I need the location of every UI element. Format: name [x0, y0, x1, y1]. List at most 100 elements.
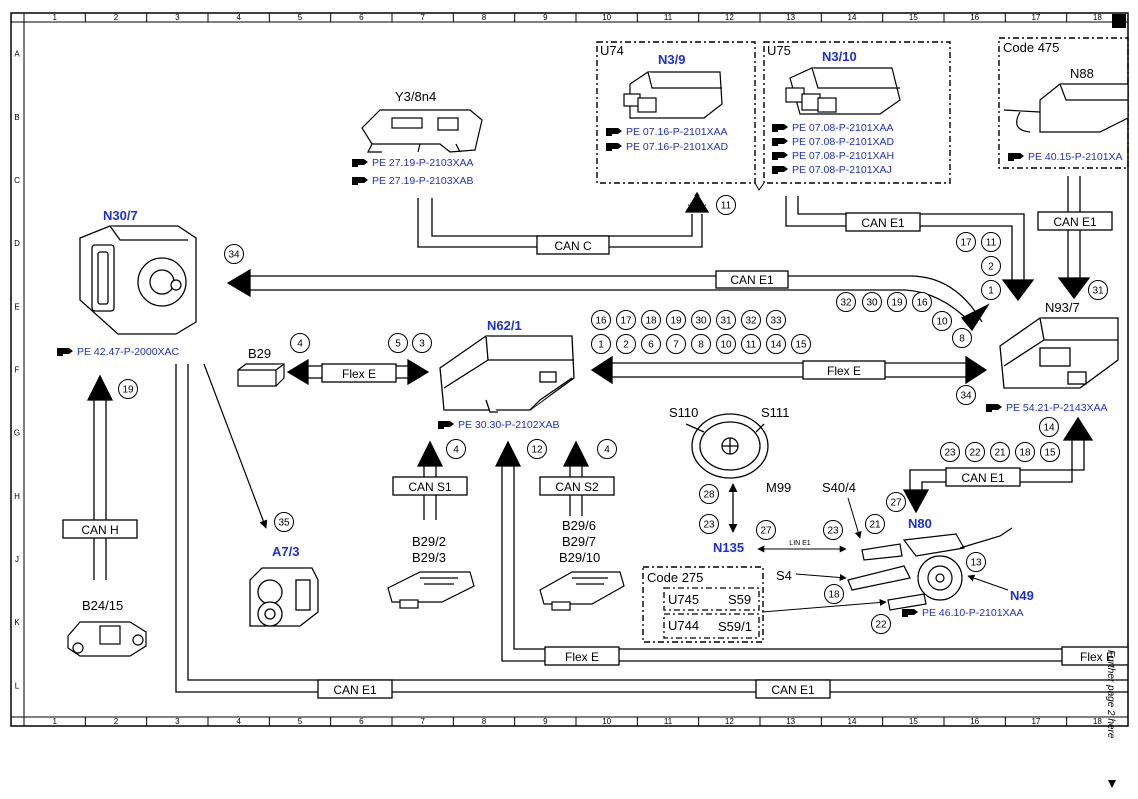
- circle-number: 13: [970, 558, 982, 569]
- corner-mark: [1112, 14, 1126, 28]
- a7-3-unit: [249, 567, 319, 627]
- circle-marker: [591, 310, 611, 330]
- circle-number: 15: [1044, 448, 1056, 459]
- reference-n310_b[interactable]: PE 07.08-P-2101XAD: [792, 136, 895, 148]
- circle-marker: [741, 334, 761, 354]
- circle-marker: [990, 442, 1010, 462]
- grid-col-3: 3: [175, 717, 180, 726]
- diagram-frame: [10, 12, 1129, 727]
- reference-hand-icon: [438, 421, 454, 429]
- reference-n310_d[interactable]: PE 07.08-P-2101XAJ: [792, 164, 892, 176]
- reference-n310_c[interactable]: PE 07.08-P-2101XAH: [792, 150, 894, 162]
- circle-number: 10: [720, 340, 732, 351]
- circle-number: 11: [986, 238, 997, 249]
- circle-number: 22: [969, 448, 981, 459]
- n3-10-unit: [785, 67, 901, 115]
- reference-hand-icon: [772, 152, 788, 160]
- reference-hand-icon: [902, 609, 918, 617]
- circle-marker: [956, 232, 976, 252]
- circle-number: 5: [395, 339, 401, 350]
- flex-e-bottom-label: Flex E: [565, 650, 599, 664]
- grid-col-16: 16: [970, 13, 979, 22]
- flex-e-left-label: Flex E: [342, 367, 376, 381]
- reference-y3_a[interactable]: PE 27.19-P-2103XAA: [372, 157, 474, 169]
- y3-8n4-label: Y3/8n4: [395, 89, 436, 104]
- reference-n310_a[interactable]: PE 07.08-P-2101XAA: [792, 122, 894, 134]
- n30-a7-link: [203, 363, 268, 529]
- circle-marker: [290, 333, 310, 353]
- reference-n30[interactable]: PE 42.47-P-2000XAC: [77, 346, 180, 358]
- circle-number: 34: [228, 250, 240, 261]
- s4-leader: [795, 573, 847, 581]
- circle-number: 27: [890, 498, 902, 509]
- can-e1-main-bus: [226, 268, 990, 332]
- grid-col-4: 4: [236, 717, 241, 726]
- circle-marker: [966, 552, 986, 572]
- circle-number: 31: [1092, 286, 1104, 297]
- n3-9-unit: [623, 71, 723, 119]
- u74-label: U74: [600, 43, 624, 58]
- reference-n62[interactable]: PE 30.30-P-2102XAB: [458, 419, 560, 431]
- grid-col-6: 6: [359, 13, 364, 22]
- circle-number: 2: [988, 262, 994, 273]
- grid-col-2: 2: [114, 717, 119, 726]
- code475-label: Code 475: [1003, 40, 1059, 55]
- b29-7-label: B29/7: [562, 534, 596, 549]
- reference-y3_b[interactable]: PE 27.19-P-2103XAB: [372, 175, 474, 187]
- grid-col-6: 6: [359, 717, 364, 726]
- grid-col-14: 14: [848, 717, 857, 726]
- circle-marker: [912, 292, 932, 312]
- circle-marker: [616, 310, 636, 330]
- grid-col-4: 4: [236, 13, 241, 22]
- circle-marker: [699, 514, 719, 534]
- flex-e-right-bus: [590, 355, 988, 385]
- grid-row-E: E: [14, 302, 19, 311]
- grid-row-L: L: [15, 681, 20, 690]
- circle-number: 16: [916, 298, 928, 309]
- b24-15-unit: [67, 621, 147, 657]
- circle-number: 32: [840, 298, 852, 309]
- reference-n93[interactable]: PE 54.21-P-2143XAA: [1006, 402, 1108, 414]
- reference-n80[interactable]: PE 46.10-P-2101XAA: [922, 607, 1024, 619]
- circle-number: 17: [620, 316, 632, 327]
- grid-col-9: 9: [543, 717, 548, 726]
- grid-row-J: J: [15, 555, 19, 564]
- grid-col-1: 1: [52, 13, 57, 22]
- circle-marker: [824, 584, 844, 604]
- flex-e-bottom-right-label: Flex E: [1080, 650, 1114, 664]
- can-e1-n88-label: CAN E1: [1053, 215, 1097, 229]
- circle-marker: [823, 520, 843, 540]
- reference-n39_b[interactable]: PE 07.16-P-2101XAD: [626, 141, 729, 153]
- circle-number: 14: [1043, 423, 1055, 434]
- reference-n88[interactable]: PE 40.15-P-2101XA: [1028, 151, 1123, 163]
- grid-col-18: 18: [1093, 13, 1102, 22]
- circle-number: 4: [604, 445, 610, 456]
- s111-label: S111: [761, 405, 789, 420]
- s59-leader: [761, 599, 887, 613]
- circle-number: 21: [994, 448, 1006, 459]
- circle-marker: [865, 514, 885, 534]
- can-e1-bottom-left-label: CAN E1: [333, 683, 377, 697]
- circle-marker: [791, 334, 811, 354]
- circle-number: 18: [828, 590, 840, 601]
- grid-col-1: 1: [52, 717, 57, 726]
- reference-n39_a[interactable]: PE 07.16-P-2101XAA: [626, 126, 728, 138]
- circle-number: 21: [869, 520, 881, 531]
- circle-marker: [118, 379, 138, 399]
- circle-marker: [932, 311, 952, 331]
- circle-number: 8: [698, 340, 704, 351]
- circle-number: 11: [721, 201, 732, 212]
- circle-marker: [224, 244, 244, 264]
- b29-2-label: B29/2: [412, 534, 446, 549]
- b29-6-unit: [539, 571, 625, 611]
- n135-label: N135: [713, 540, 744, 555]
- can-h-bus: [62, 374, 138, 580]
- circle-marker: [1040, 442, 1060, 462]
- s59-1-label: S59/1: [718, 619, 752, 634]
- flex-e-right-label: Flex E: [827, 364, 861, 378]
- circle-marker: [1039, 417, 1059, 437]
- b29-10-label: B29/10: [559, 550, 600, 565]
- code275-box: [642, 566, 764, 643]
- grid-row-F: F: [15, 366, 20, 375]
- grid-col-11: 11: [664, 13, 673, 22]
